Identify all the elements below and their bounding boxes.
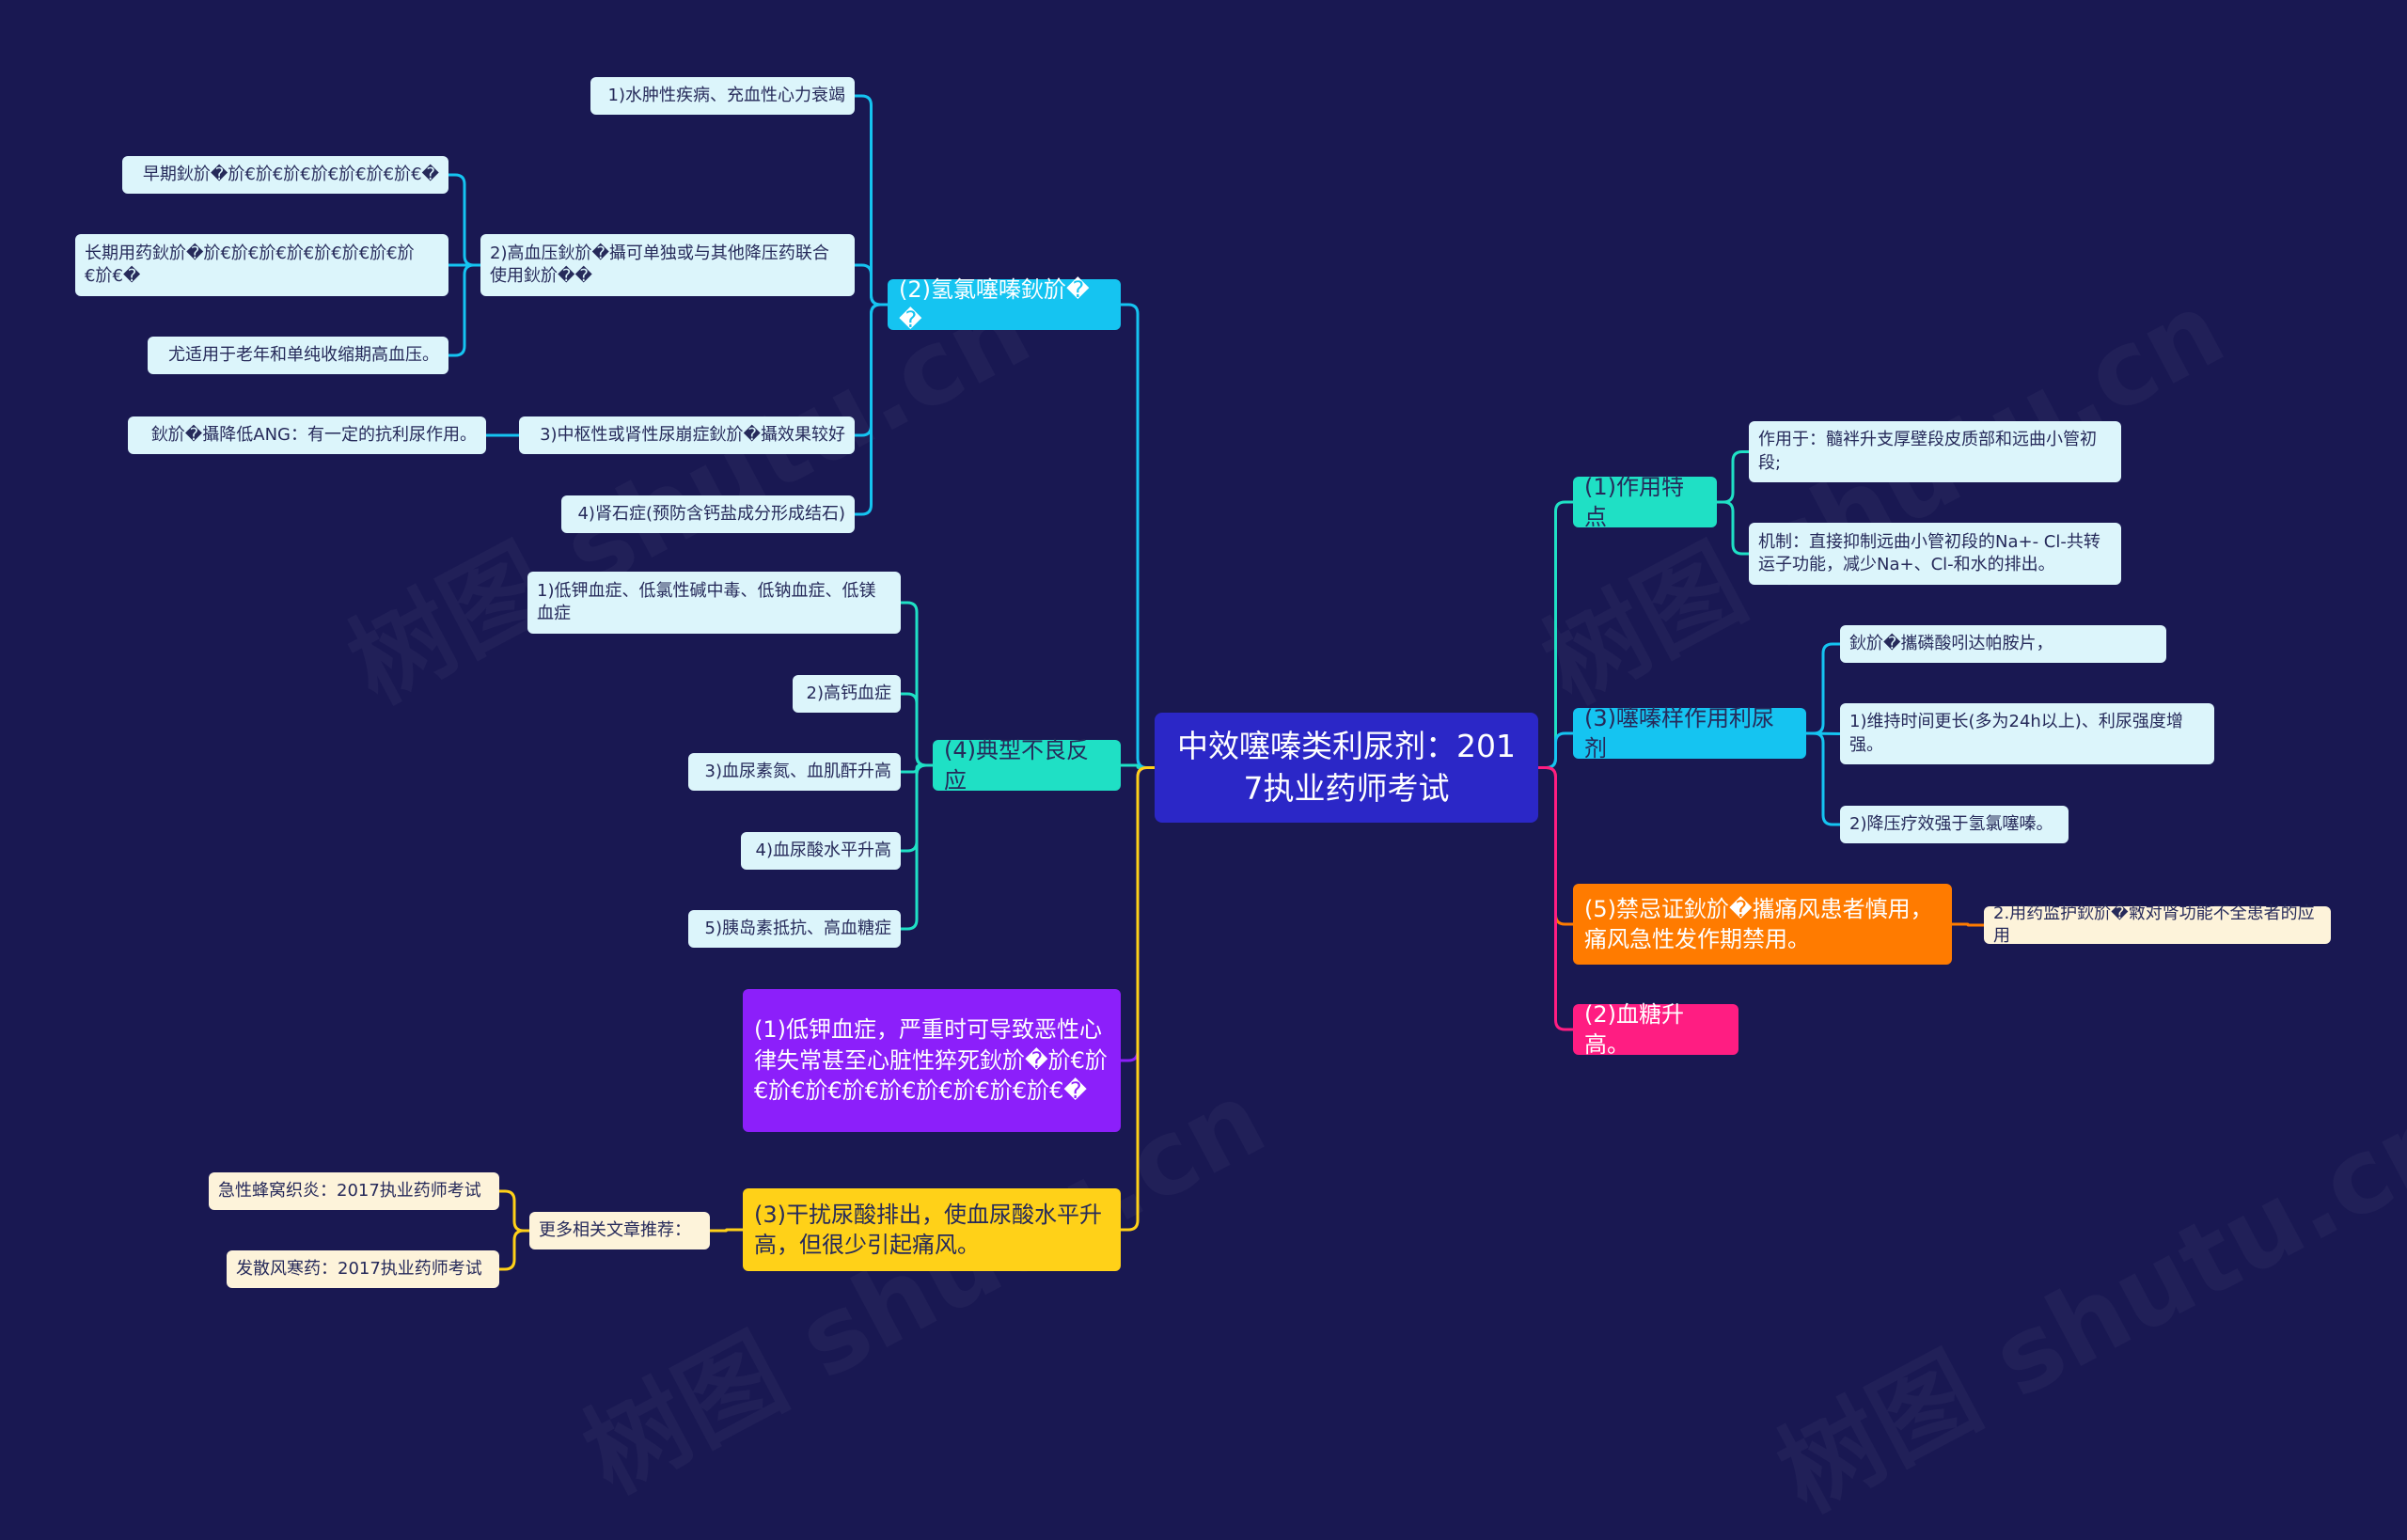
connector-line (901, 692, 933, 767)
connector-lines (448, 94, 1984, 1271)
leaf-hypercalcemia[interactable]: 2)高钙血症 (793, 675, 901, 713)
connector-line (710, 1228, 743, 1233)
connector-line (855, 303, 888, 516)
leaf-edema[interactable]: 1)水肿性疾病、充血性心力衰竭 (590, 77, 855, 115)
branch-thiazide-like[interactable]: (3)噻嗪样作用利尿剂 (1573, 705, 1806, 762)
leaf-features-target[interactable]: 作用于：髓袢升支厚壁段皮质部和远曲小管初段; (1749, 421, 2121, 482)
connector-line (901, 763, 933, 931)
leaf-indapamide[interactable]: 鈥斺�攜磷酸吲达帕胺片， (1840, 625, 2166, 663)
connector-line (1538, 500, 1573, 769)
connector-line (1806, 642, 1840, 735)
connector-line (1806, 731, 1840, 826)
connector-line (499, 1229, 529, 1271)
connector-line (1717, 500, 1749, 556)
branch-contraindications[interactable]: (5)禁忌证鈥斺�攜痛风患者慎用，痛风急性发作期禁用。 (1573, 884, 1952, 965)
leaf-medication-monitoring[interactable]: 2.用药监护鈥斺�敹对肾功能不全患者的应用 (1984, 904, 2331, 946)
connector-line (1538, 731, 1573, 769)
connector-line (1121, 763, 1155, 769)
leaf-longer-duration[interactable]: 1)维持时间更长(多为24h以上)、利尿强度增强。 (1840, 703, 2214, 764)
leaf-nephrolithiasis[interactable]: 4)肾石症(预防含钙盐成分形成结石) (561, 495, 855, 533)
leaf-bun-creatinine[interactable]: 3)血尿素氮、血肌酐升高 (688, 753, 901, 791)
leaf-hypertension[interactable]: 2)高血压鈥斺�攝可单独或与其他降压药联合使用鈥斺�� (480, 234, 855, 296)
connector-line (1538, 766, 1573, 1031)
more-article-link[interactable]: 急性蜂窝织炎：2017执业药师考试 (209, 1172, 499, 1210)
leaf-htn-longterm[interactable]: 长期用药鈥斺�斺€斺€斺€斺€斺€斺€斺€斺€斺€� (75, 234, 448, 296)
more-article-link[interactable]: 发散风寒药：2017执业药师考试 (227, 1250, 499, 1288)
branch-features[interactable]: (1)作用特点 (1573, 474, 1717, 530)
leaf-stronger-bp[interactable]: 2)降压疗效强于氢氯噻嗪。 (1840, 806, 2069, 843)
leaf-di-ang[interactable]: 鈥斺�攝降低ANG：有一定的抗利尿作用。 (128, 416, 486, 454)
leaf-diabetes-insipidus[interactable]: 3)中枢性或肾性尿崩症鈥斺�攝效果较好 (519, 416, 855, 454)
connector-line (1121, 766, 1155, 1232)
branch-hypokalemia[interactable]: (1)低钾血症，严重时可导致恶性心律失常甚至心脏性猝死鈥斺�斺€斺€斺€斺€斺€… (743, 989, 1121, 1132)
branch-uric-acid[interactable]: (3)干扰尿酸排出，使血尿酸水平升高，但很少引起痛风。 (743, 1188, 1121, 1271)
connector-line (1952, 922, 1984, 927)
connector-line (448, 173, 480, 267)
branch-hydrochlorothiazide[interactable]: (2)氢氯噻嗪鈥斺�� (888, 276, 1121, 333)
branch-blood-glucose[interactable]: (2)血糖升高。 (1573, 1001, 1738, 1058)
connector-line (1121, 303, 1155, 769)
leaf-features-mechanism[interactable]: 机制：直接抑制远曲小管初段的Na+- Cl-共转运子功能，减少Na+、Cl-和水… (1749, 523, 2121, 585)
connector-line (499, 1189, 529, 1233)
leaf-uric-acid[interactable]: 4)血尿酸水平升高 (741, 832, 901, 870)
leaf-htn-elderly[interactable]: 尤适用于老年和单纯收缩期高血压。 (148, 337, 448, 374)
branch-adverse-reactions[interactable]: (4)典型不良反应 (933, 737, 1121, 794)
connector-line (855, 263, 888, 306)
more-articles-label: 更多相关文章推荐： (529, 1212, 710, 1249)
leaf-htn-early[interactable]: 早期鈥斺�斺€斺€斺€斺€斺€斺€斺€� (122, 156, 448, 194)
leaf-insulin-resistance[interactable]: 5)胰岛素抵抗、高血糖症 (688, 910, 901, 948)
connector-line (448, 263, 480, 357)
central-topic[interactable]: 中效噻嗪类利尿剂：2017执业药师考试 (1155, 713, 1538, 823)
connector-line (1717, 450, 1749, 504)
leaf-hypokalemia-etc[interactable]: 1)低钾血症、低氯性碱中毒、低钠血症、低镁血症 (527, 572, 901, 634)
